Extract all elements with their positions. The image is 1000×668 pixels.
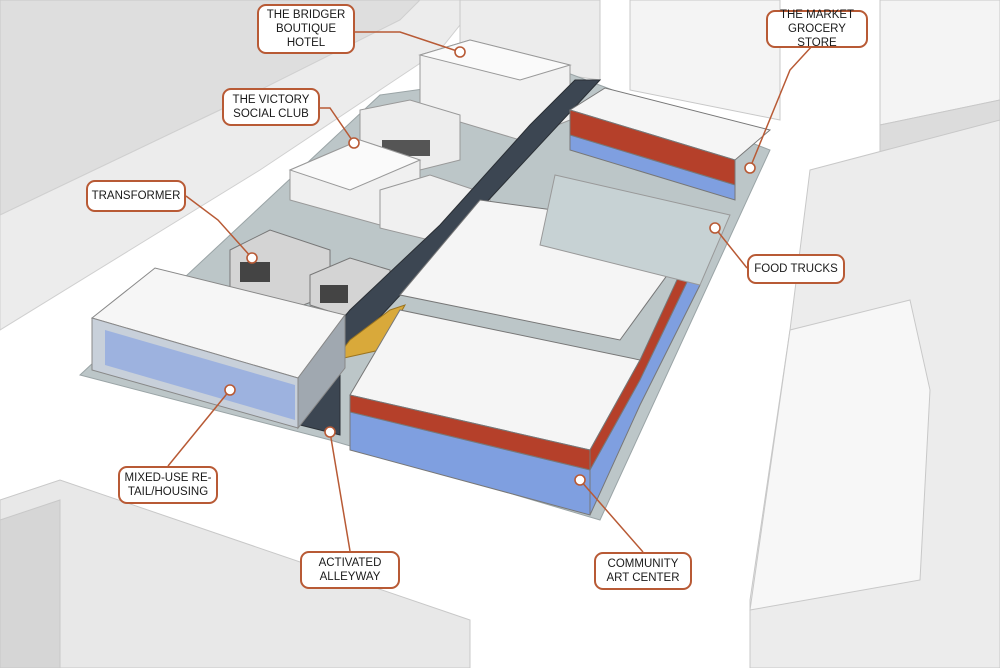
callout-activated-alleyway: ACTIVATED ALLEYWAY <box>300 551 400 589</box>
callout-bridger-hotel: THE BRIDGER BOUTIQUE HOTEL <box>257 4 355 54</box>
food-truck-courtyard <box>539 174 731 286</box>
callout-community-art-center: COMMUNITY ART CENTER <box>594 552 692 590</box>
callout-transformer: TRANSFORMER <box>86 180 186 212</box>
callout-market-grocery: THE MARKET GROCERY STORE <box>766 9 868 49</box>
market-building <box>568 87 772 201</box>
leader-lines <box>167 31 814 553</box>
mixed-use-building <box>90 267 346 430</box>
callout-victory-social-club: THE VICTORY SOCIAL CLUB <box>222 88 320 126</box>
callout-mixed-use: MIXED-USE RE- TAIL/HOUSING <box>118 466 218 504</box>
leader-dots <box>224 46 756 486</box>
low-buildings <box>288 139 491 246</box>
callout-food-trucks: FOOD TRUCKS <box>747 254 845 284</box>
